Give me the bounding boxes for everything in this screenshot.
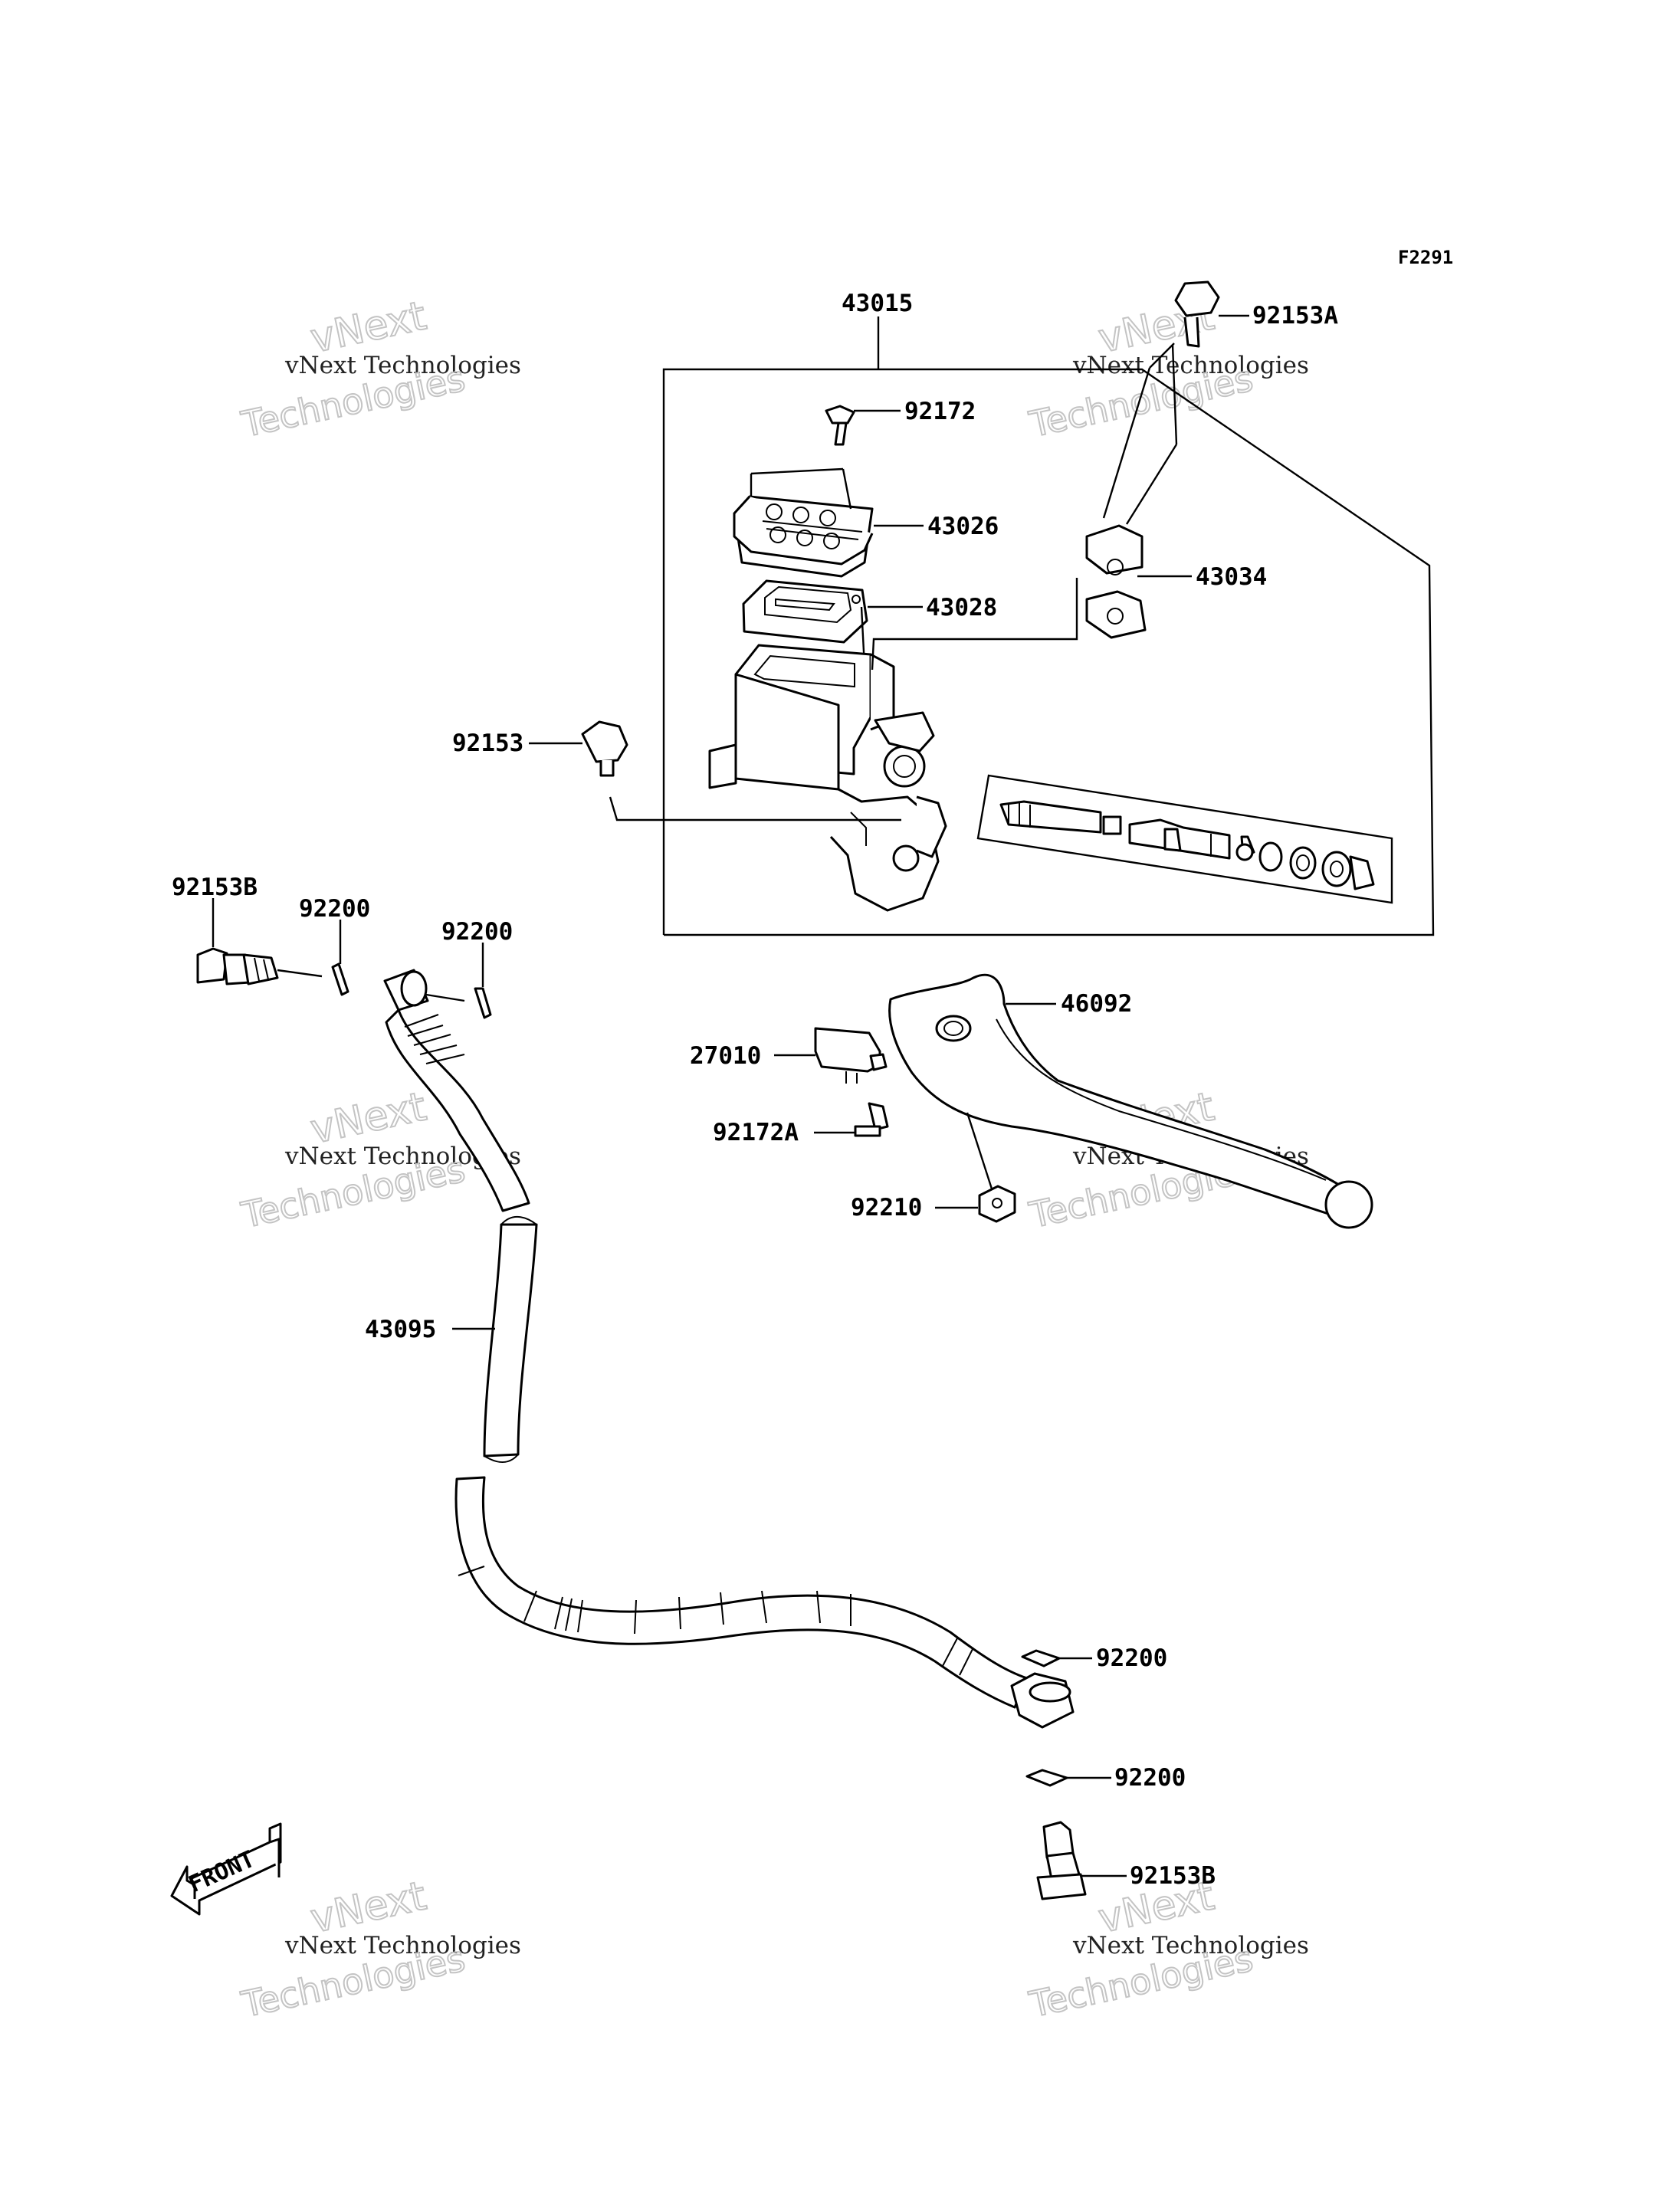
part-label-46092[interactable]: 46092	[1061, 990, 1132, 1018]
hose-43095-upper	[385, 1008, 530, 1212]
hose-43095-lower	[454, 1476, 1029, 1709]
bolt-92153A	[1174, 280, 1220, 348]
washer-92200-lower-bottom	[1025, 1769, 1068, 1787]
watermark-line: vNext Technologies	[284, 352, 521, 379]
banjo-bolt-92153B-top	[196, 947, 279, 985]
diaphragm-43028	[742, 579, 868, 644]
nut-92210	[978, 1185, 1016, 1223]
part-label-92200-b[interactable]: 92200	[441, 918, 513, 946]
reservoir-cap-43026	[733, 495, 874, 578]
washer-92200-upper-right	[474, 987, 492, 1019]
part-label-92153B-top[interactable]: 92153B	[172, 874, 258, 901]
switch-27010	[814, 1027, 888, 1084]
screw-92172A	[854, 1102, 889, 1137]
watermark-bottom-left: vNext vNext Technologies Technologies	[237, 1872, 521, 2026]
banjo-fitting-lower	[1010, 1672, 1075, 1729]
washer-92200-upper-left	[331, 962, 349, 996]
part-label-92153B-bottom[interactable]: 92153B	[1130, 1862, 1216, 1890]
watermark-line: vNext Technologies	[1072, 1932, 1309, 1959]
lever-46092	[888, 973, 1373, 1229]
watermark-line: vNext Technologies	[284, 1932, 521, 1959]
cap-screw-92172	[825, 405, 855, 446]
part-label-92200-c[interactable]: 92200	[1096, 1644, 1167, 1672]
clamp-43034	[1085, 524, 1147, 639]
hose-43095-middle	[483, 1215, 538, 1463]
part-label-43015[interactable]: 43015	[842, 290, 913, 317]
part-label-92172A[interactable]: 92172A	[713, 1119, 799, 1146]
part-label-92210[interactable]: 92210	[851, 1194, 922, 1221]
piston-kit	[976, 774, 1393, 904]
watermark-top-left: vNext vNext Technologies Technologies	[237, 292, 521, 446]
assembly-frame-43015	[662, 316, 1435, 936]
part-label-92153[interactable]: 92153	[452, 730, 523, 757]
watermark-line: vNext Technologies	[1072, 352, 1309, 379]
figure-code: F2291	[1398, 247, 1453, 268]
part-label-43095[interactable]: 43095	[365, 1316, 436, 1343]
part-label-92172[interactable]: 92172	[904, 398, 976, 425]
part-label-92200-d[interactable]: 92200	[1114, 1764, 1186, 1792]
banjo-bolt-92153B-bottom	[1036, 1821, 1087, 1900]
master-cylinder-body	[708, 644, 947, 912]
banjo-fitting-upper	[383, 969, 429, 1012]
part-label-43028[interactable]: 43028	[926, 594, 997, 621]
part-label-43034[interactable]: 43034	[1196, 563, 1267, 591]
part-label-92200-a[interactable]: 92200	[299, 895, 370, 923]
banjo-bolt-92153	[581, 720, 628, 777]
washer-92200-lower-top	[1021, 1649, 1061, 1667]
front-direction-arrow: FRONT	[170, 1822, 282, 1916]
part-label-27010[interactable]: 27010	[690, 1042, 761, 1070]
part-label-43026[interactable]: 43026	[927, 513, 999, 540]
part-label-92153A[interactable]: 92153A	[1252, 302, 1338, 330]
